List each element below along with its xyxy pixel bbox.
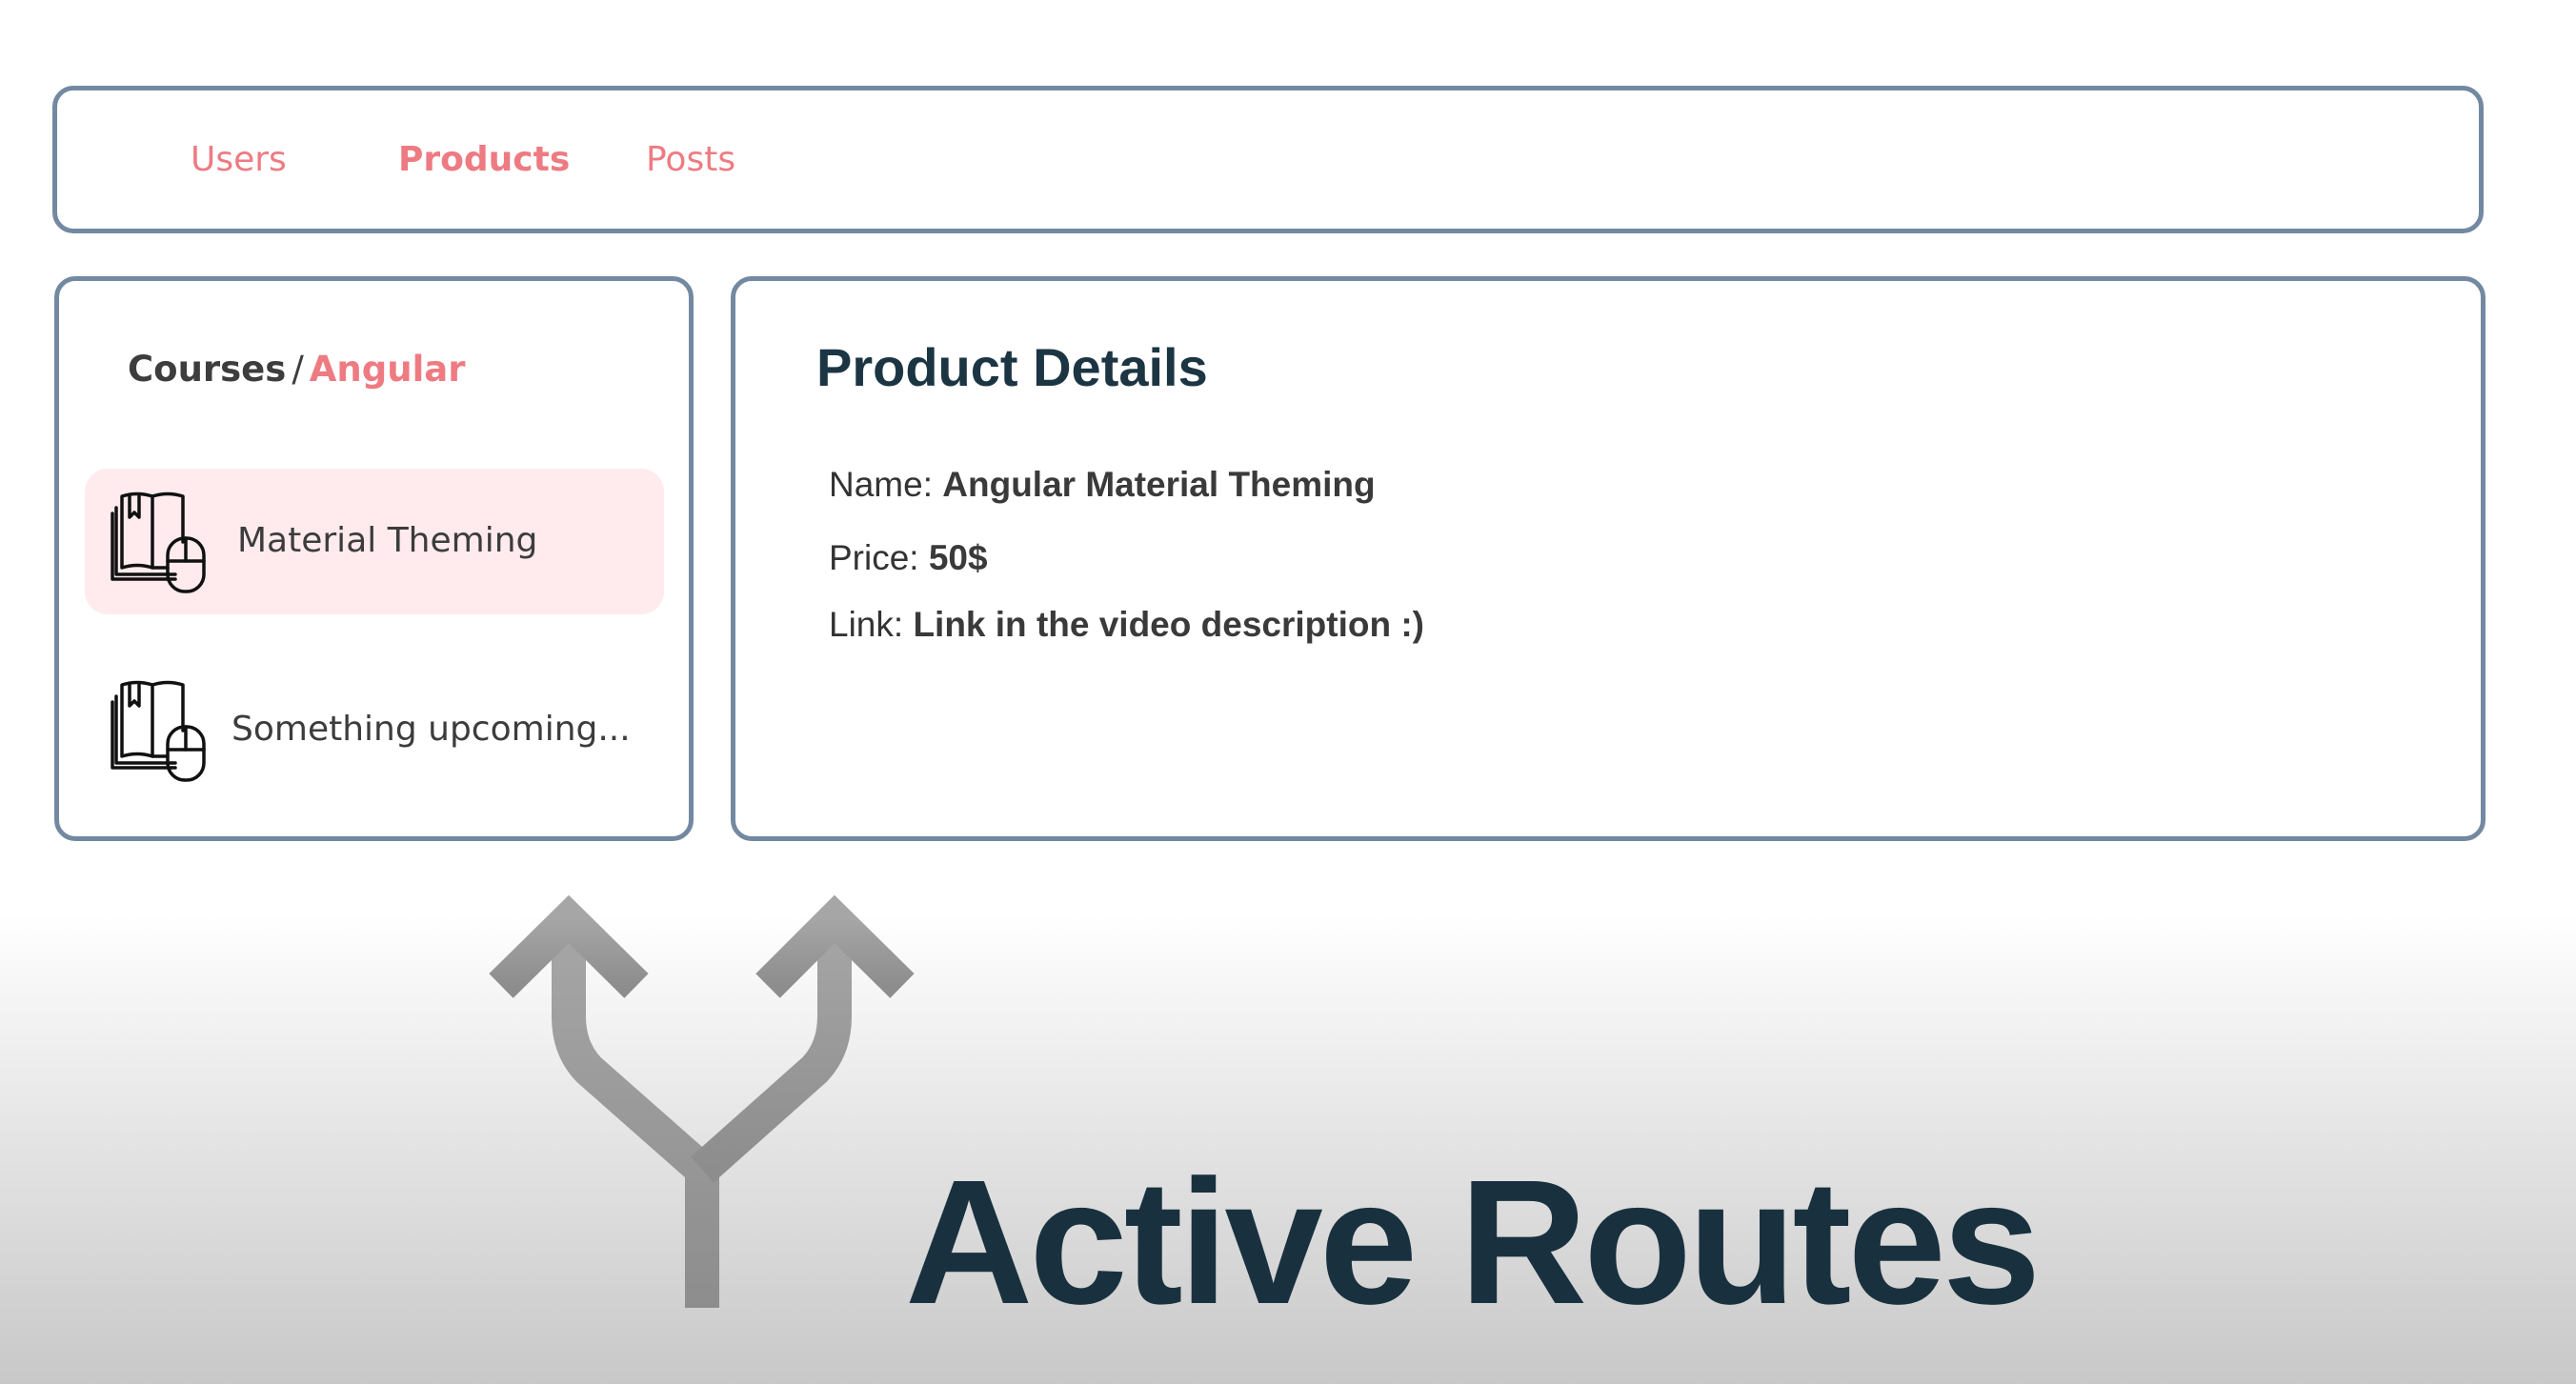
detail-value: 50$ [928,538,988,577]
book-mouse-icon [111,680,206,782]
detail-row-price: Price: 50$ [829,536,988,580]
detail-value: Angular Material Theming [942,465,1376,504]
course-item-label: Something upcoming... [231,710,631,749]
nav-link-users[interactable]: Users [191,140,287,179]
detail-value: Link in the video description :) [913,605,1424,644]
detail-label: Name: [829,465,933,504]
course-item-material-theming[interactable]: Material Theming [85,469,664,614]
split-arrow-icon [489,894,915,1308]
product-details-panel: Product Details Name: Angular Material T… [731,276,2485,841]
detail-row-link: Link: Link in the video description :) [829,603,1424,647]
course-sidebar: Courses/Angular Material Theming [54,276,694,841]
breadcrumb-current: Angular [309,349,466,390]
detail-row-name: Name: Angular Material Theming [829,463,1376,507]
product-details-title: Product Details [816,337,1208,397]
nav-link-products[interactable]: Products [398,140,571,179]
breadcrumb-separator: / [292,349,304,390]
course-item-something-upcoming[interactable]: Something upcoming... [85,657,664,803]
book-mouse-icon [111,491,206,593]
detail-label: Price: [829,538,919,577]
breadcrumb: Courses/Angular [128,348,465,391]
overlay-title: Active Routes [905,1144,2041,1341]
top-nav-bar: Users Products Posts [52,86,2484,233]
breadcrumb-root[interactable]: Courses [128,349,287,390]
course-item-label: Material Theming [237,521,538,560]
detail-label: Link: [829,605,904,644]
nav-link-posts[interactable]: Posts [646,140,736,179]
